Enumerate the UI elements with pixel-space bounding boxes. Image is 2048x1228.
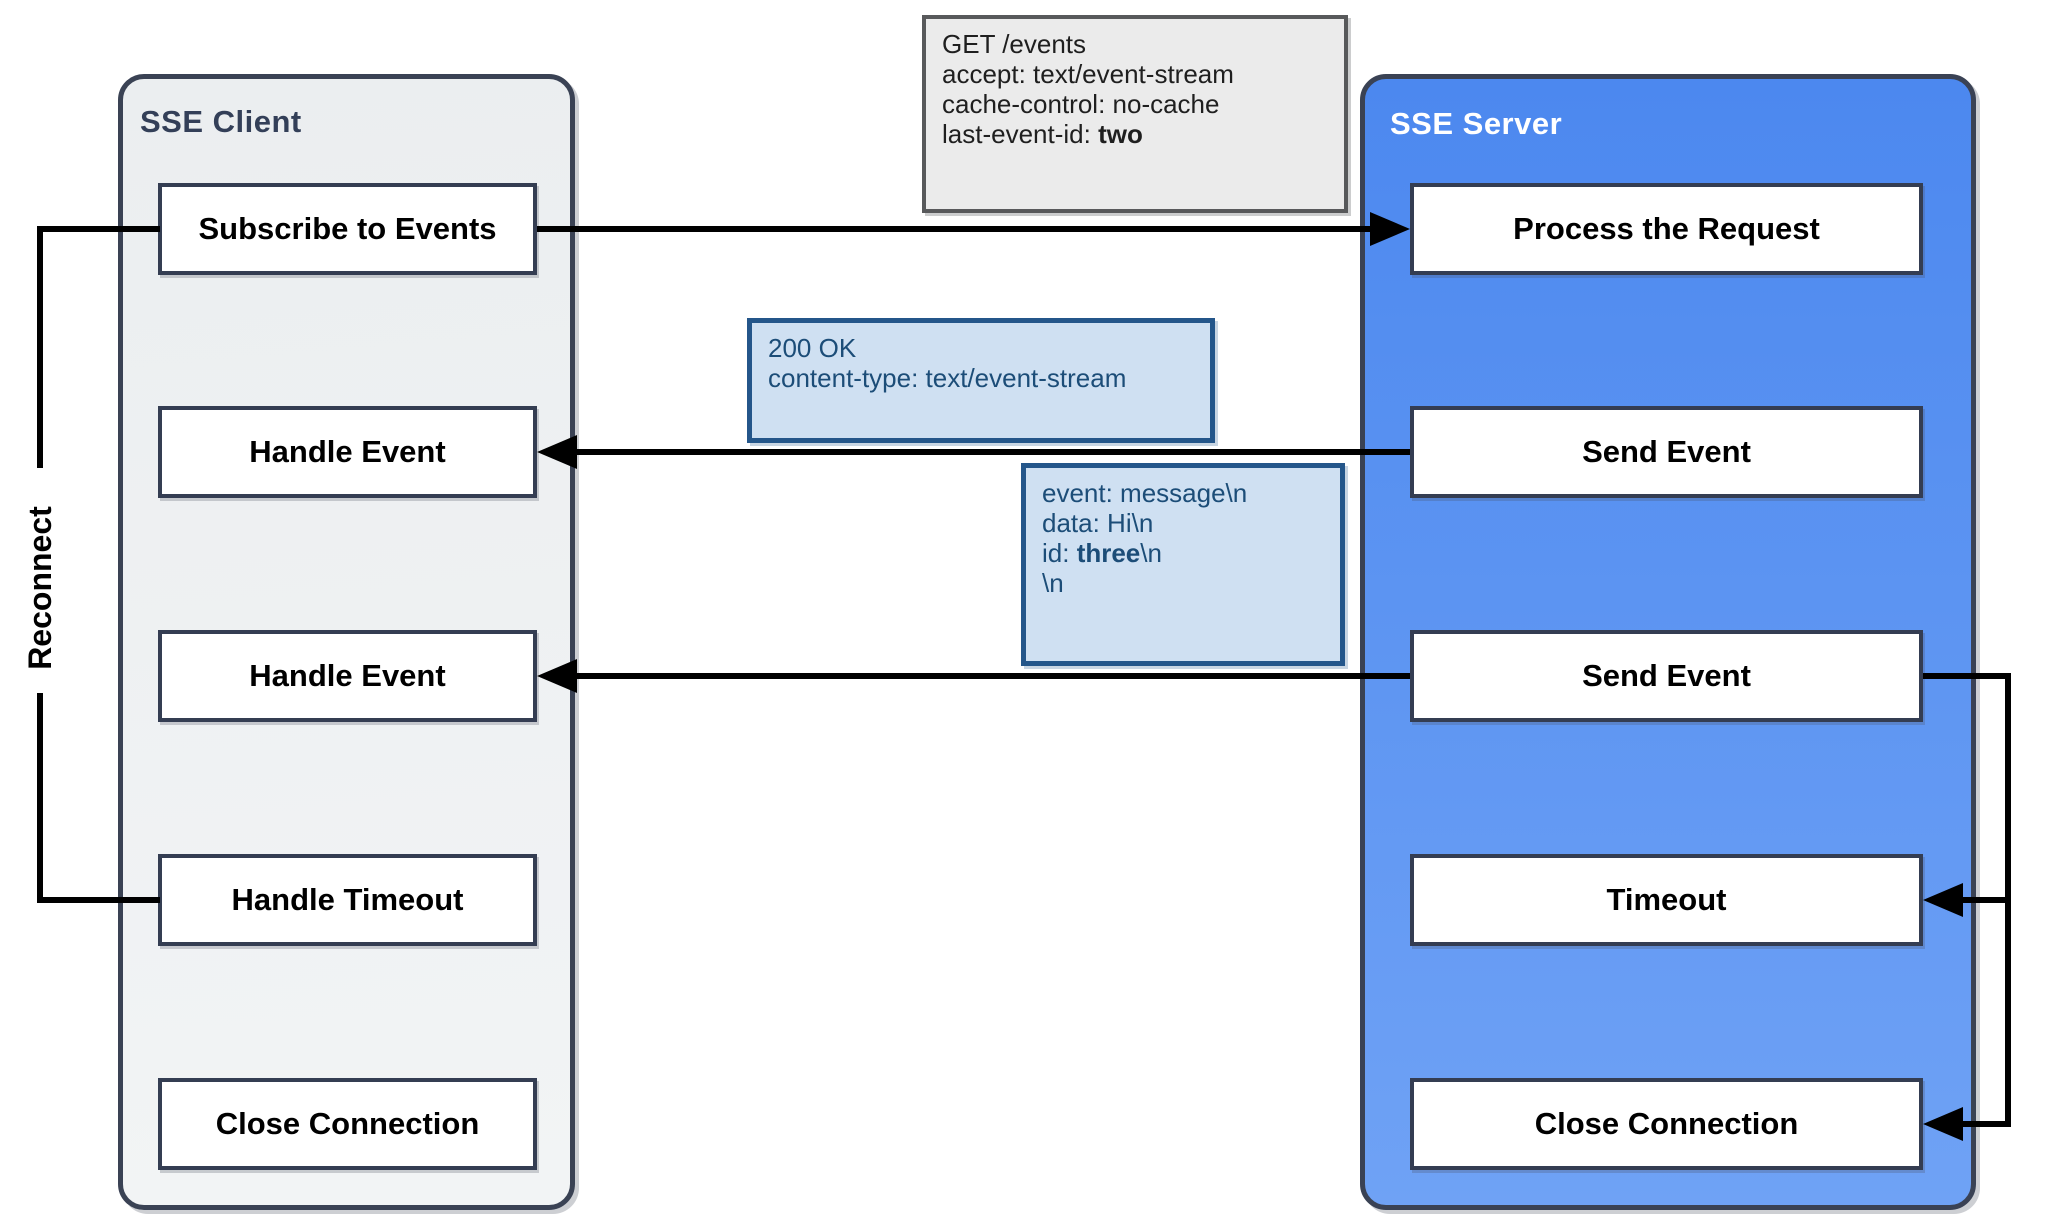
request-line-4-bold: two [1098,119,1143,149]
sse-server-title: SSE Server [1390,106,1563,141]
route-to-close-head-icon [1923,1107,1963,1141]
arrow-subscribe-to-process-line [537,226,1374,232]
request-line-4: last-event-id: two [942,119,1328,149]
arrow-subscribe-to-process-head-icon [1370,212,1410,246]
route-to-close-line [1963,1121,2011,1127]
node-server-close-connection: Close Connection [1410,1078,1923,1170]
event-line-3-bold: three [1076,538,1141,568]
node-subscribe-to-events: Subscribe to Events [158,183,537,275]
event-line-1: event: message\n [1042,478,1248,508]
arrow-send2-to-handle2-head-icon [537,659,577,693]
event-stream-box: event: message\n data: Hi\n id: three\n … [1021,463,1345,666]
response-headers-box: 200 OK content-type: text/event-stream [747,318,1215,443]
route-to-timeout-line [1963,897,2011,903]
reconnect-vertical-lower-line [37,693,43,903]
event-line-3: id: three\n [1042,538,1324,568]
arrow-send1-to-handle1-head-icon [537,435,577,469]
arrow-send1-to-handle1-line [577,449,1410,455]
request-line-1: GET /events [942,29,1087,59]
reconnect-label: Reconnect [22,506,58,670]
reconnect-vertical-upper-line [37,226,43,468]
node-handle-timeout: Handle Timeout [158,854,537,946]
arrow-send2-to-handle2-line [577,673,1410,679]
event-line-3-prefix: id: [1042,538,1077,568]
request-line-4-prefix: last-event-id: [942,119,1099,149]
sse-client-title: SSE Client [140,104,302,139]
event-line-2: data: Hi\n [1042,508,1154,538]
route-send2-out-line [1923,673,2011,679]
node-handle-event-1: Handle Event [158,406,537,498]
reconnect-top-line [37,226,160,232]
reconnect-bottom-line [37,897,160,903]
node-client-close-connection: Close Connection [158,1078,537,1170]
response-line-1: 200 OK [768,333,857,363]
request-line-2: accept: text/event-stream [942,59,1234,89]
node-send-event-1: Send Event [1410,406,1923,498]
node-send-event-2: Send Event [1410,630,1923,722]
node-process-the-request: Process the Request [1410,183,1923,275]
response-line-2: content-type: text/event-stream [768,363,1127,393]
request-headers-box: GET /events accept: text/event-stream ca… [922,15,1348,213]
node-handle-event-2: Handle Event [158,630,537,722]
node-timeout: Timeout [1410,854,1923,946]
route-to-timeout-head-icon [1923,883,1963,917]
request-line-3: cache-control: no-cache [942,89,1220,119]
event-line-3-suffix: \n [1140,538,1162,568]
event-line-4: \n [1042,568,1064,598]
